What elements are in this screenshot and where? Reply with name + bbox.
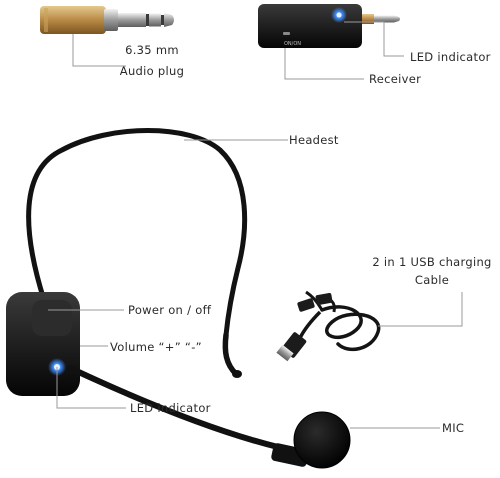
receiver-led-label: LED indicator xyxy=(410,50,491,64)
headset-label: Headest xyxy=(289,133,339,147)
receiver-label: Receiver xyxy=(369,72,422,86)
mic-led-callout-line xyxy=(56,367,126,409)
power-label: Power on / off xyxy=(128,303,212,317)
mic-led-label: LED indicator xyxy=(130,401,211,415)
receiver-switch-label: ON/ON xyxy=(284,41,301,47)
headset-band-icon xyxy=(26,128,248,378)
plug-callout-line xyxy=(72,34,126,67)
receiver-callout-line xyxy=(284,48,364,80)
transmitter-icon xyxy=(6,292,80,396)
usb-cable-label-line2: Cable xyxy=(414,273,450,287)
mic-boom-icon xyxy=(67,365,351,469)
volume-label: Volume “+” “-” xyxy=(110,340,202,354)
audio-plug-icon xyxy=(40,6,174,34)
plug-name-label: Audio plug xyxy=(119,64,185,78)
receiver-led-callout-line xyxy=(344,21,404,57)
receiver-icon xyxy=(258,4,400,48)
usb-cable-icon xyxy=(276,290,381,362)
usb-cable-label-line1: 2 in 1 USB charging xyxy=(372,255,492,269)
mic-label: MIC xyxy=(442,421,465,435)
plug-size-label: 6.35 mm xyxy=(125,43,179,57)
usb-callout-line xyxy=(378,292,463,327)
